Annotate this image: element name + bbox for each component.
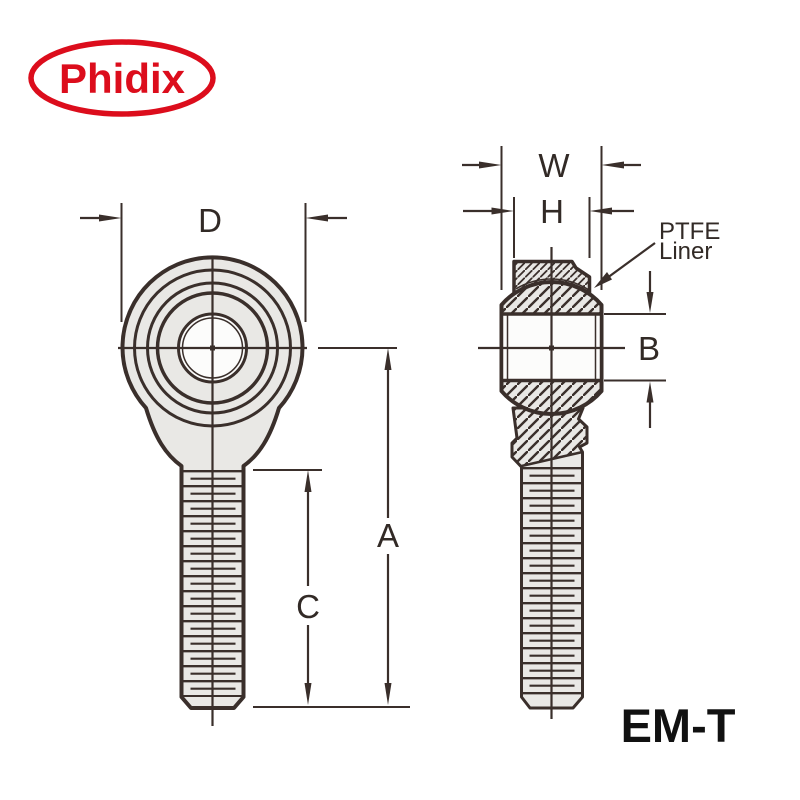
dim-label-a: A [377, 517, 399, 554]
dim-label-b: B [638, 330, 660, 367]
dim-label-w: W [538, 147, 570, 184]
ptfe-leader-line [602, 242, 656, 282]
dimension-a: A [253, 347, 410, 708]
front-center-dot [210, 345, 215, 351]
logo-oval [28, 39, 216, 117]
ptfe-callout-line1: PTFE [659, 218, 720, 245]
front-view [118, 255, 307, 726]
dimension-b: B [604, 271, 666, 428]
dim-label-d: D [198, 202, 222, 239]
dim-label-h: H [540, 193, 564, 230]
dimension-h: H [463, 193, 634, 258]
side-center-dot [549, 345, 554, 351]
brand-logo: Phidix [28, 39, 216, 117]
dimension-w: W [462, 146, 641, 290]
logo-text: Phidix [59, 55, 186, 102]
side-view [478, 247, 625, 719]
ptfe-callout-line2: Liner [659, 238, 712, 265]
side-neck-hatch [512, 406, 587, 467]
dim-label-c: C [296, 588, 320, 625]
ptfe-leader-arrow [594, 272, 612, 288]
dimension-c: C [253, 469, 322, 705]
dimension-d: D [80, 202, 347, 322]
ptfe-liner-callout: PTFE Liner [594, 218, 720, 288]
series-label: EM-T [621, 699, 736, 752]
